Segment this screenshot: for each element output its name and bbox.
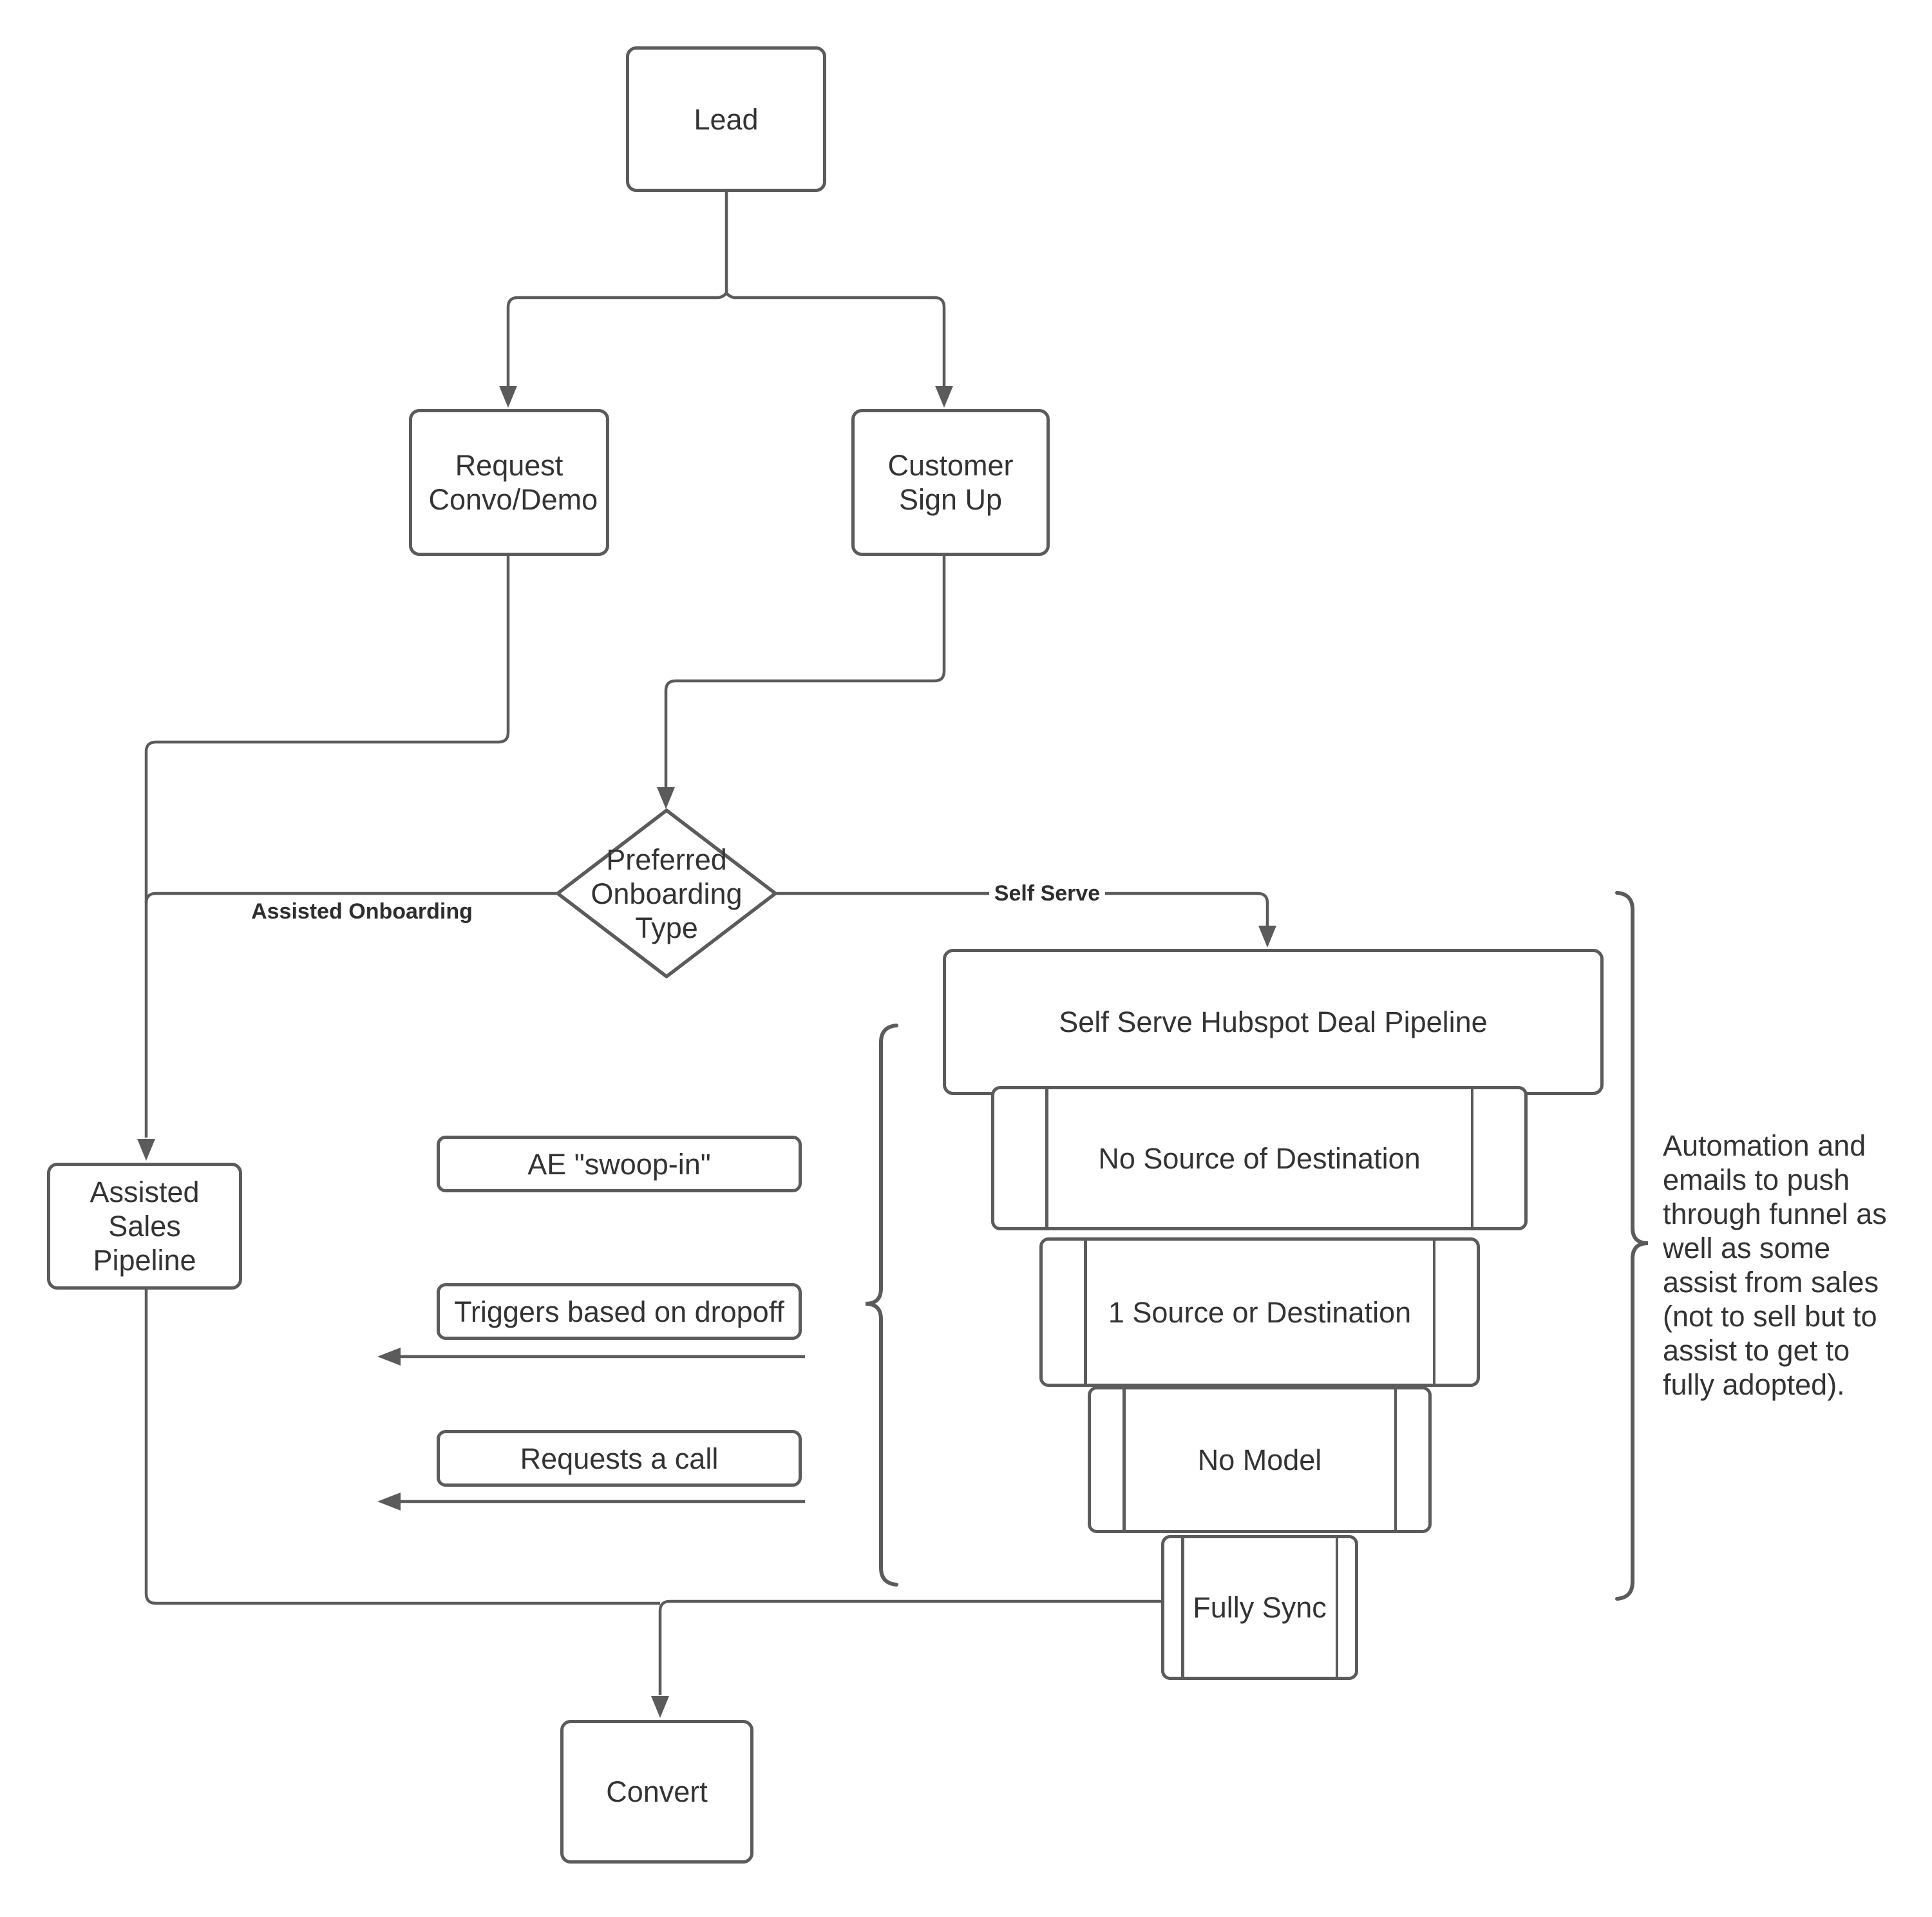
arrowhead-down-customer-icon bbox=[935, 386, 953, 408]
edge-label-assisted-onboarding-text: Assisted Onboarding bbox=[251, 899, 473, 924]
node-convert: Convert bbox=[560, 1720, 753, 1864]
arrowhead-down-request-icon bbox=[499, 386, 517, 408]
edge-label-assisted-onboarding: Assisted Onboarding bbox=[246, 899, 478, 924]
arrowhead-down-decision-icon bbox=[657, 787, 675, 809]
right-brace-icon bbox=[1615, 891, 1649, 1601]
connector-assisted-to-convert bbox=[144, 1290, 660, 1605]
funnel-stage-no-model-left-bar bbox=[1122, 1389, 1126, 1530]
connector-customer-to-decision bbox=[664, 556, 946, 787]
arrowhead-left-dropoff-icon bbox=[377, 1348, 401, 1366]
node-assisted-sales-pipeline-label: Assisted Sales Pipeline bbox=[90, 1176, 200, 1277]
annotation-text: Automation and emails to push through fu… bbox=[1663, 1129, 1887, 1401]
edge-label-self-serve-text: Self Serve bbox=[994, 881, 1101, 906]
edge-label-self-serve: Self Serve bbox=[989, 878, 1105, 909]
node-requests-call-label: Requests a call bbox=[520, 1442, 719, 1475]
funnel-stage-no-model-right-bar bbox=[1394, 1389, 1397, 1530]
connector-request-to-assisted bbox=[144, 556, 510, 1138]
funnel-stage-one-source-label: 1 Source or Destination bbox=[1108, 1295, 1412, 1329]
node-ae-swoop-in: AE "swoop-in" bbox=[437, 1136, 802, 1192]
funnel-stage-no-source-right-bar bbox=[1470, 1089, 1473, 1227]
node-self-serve-pipeline: Self Serve Hubspot Deal Pipeline bbox=[943, 949, 1604, 1095]
funnel-stage-fully-sync-label: Fully Sync bbox=[1193, 1591, 1327, 1624]
connector-decision-right bbox=[775, 892, 1269, 926]
funnel-stage-no-model: No Model bbox=[1088, 1386, 1432, 1533]
node-request-convo-label: Request Convo/Demo bbox=[428, 449, 598, 516]
node-self-serve-pipeline-label: Self Serve Hubspot Deal Pipeline bbox=[1059, 1006, 1488, 1038]
node-customer-signup-label: Customer Sign Up bbox=[887, 449, 1014, 516]
funnel-stage-fully-sync-right-bar bbox=[1335, 1538, 1338, 1677]
arrowhead-down-convert-icon bbox=[651, 1696, 669, 1718]
node-triggers-dropoff: Triggers based on dropoff bbox=[437, 1283, 802, 1340]
funnel-stage-no-source-label: No Source of Destination bbox=[1098, 1141, 1421, 1175]
connector-decision-left bbox=[144, 892, 558, 904]
node-triggers-dropoff-label: Triggers based on dropoff bbox=[454, 1295, 784, 1328]
funnel-stage-one-source: 1 Source or Destination bbox=[1039, 1237, 1480, 1387]
arrowhead-down-pipeline-icon bbox=[1258, 926, 1276, 948]
funnel-stage-fully-sync-left-bar bbox=[1181, 1538, 1184, 1677]
funnel-stage-one-source-left-bar bbox=[1084, 1241, 1087, 1384]
arrowhead-left-call-icon bbox=[377, 1493, 401, 1511]
connector-fullysync-to-convert bbox=[658, 1599, 1161, 1695]
node-ae-swoop-in-label: AE "swoop-in" bbox=[527, 1147, 711, 1181]
funnel-stage-fully-sync: Fully Sync bbox=[1161, 1535, 1358, 1680]
node-lead: Lead bbox=[626, 46, 826, 192]
left-brace-icon bbox=[865, 1024, 898, 1587]
funnel-stage-one-source-right-bar bbox=[1432, 1241, 1435, 1384]
node-decision-label-box: Preferred Onboarding Type bbox=[570, 842, 763, 945]
node-request-convo: Request Convo/Demo bbox=[409, 409, 609, 556]
node-decision-label: Preferred Onboarding Type bbox=[591, 843, 743, 944]
funnel-stage-no-source: No Source of Destination bbox=[991, 1086, 1528, 1230]
arrowhead-down-assisted-icon bbox=[137, 1139, 155, 1161]
node-customer-signup: Customer Sign Up bbox=[851, 409, 1050, 556]
decision-diamond-shape bbox=[556, 808, 777, 978]
funnel-stage-no-source-left-bar bbox=[1045, 1089, 1048, 1227]
node-convert-label: Convert bbox=[606, 1775, 708, 1808]
node-requests-call: Requests a call bbox=[437, 1430, 802, 1487]
funnel-stage-no-model-label: No Model bbox=[1197, 1443, 1322, 1476]
connector-lead-split bbox=[506, 291, 946, 386]
node-assisted-sales-pipeline: Assisted Sales Pipeline bbox=[47, 1163, 242, 1290]
node-lead-label: Lead bbox=[694, 102, 759, 136]
